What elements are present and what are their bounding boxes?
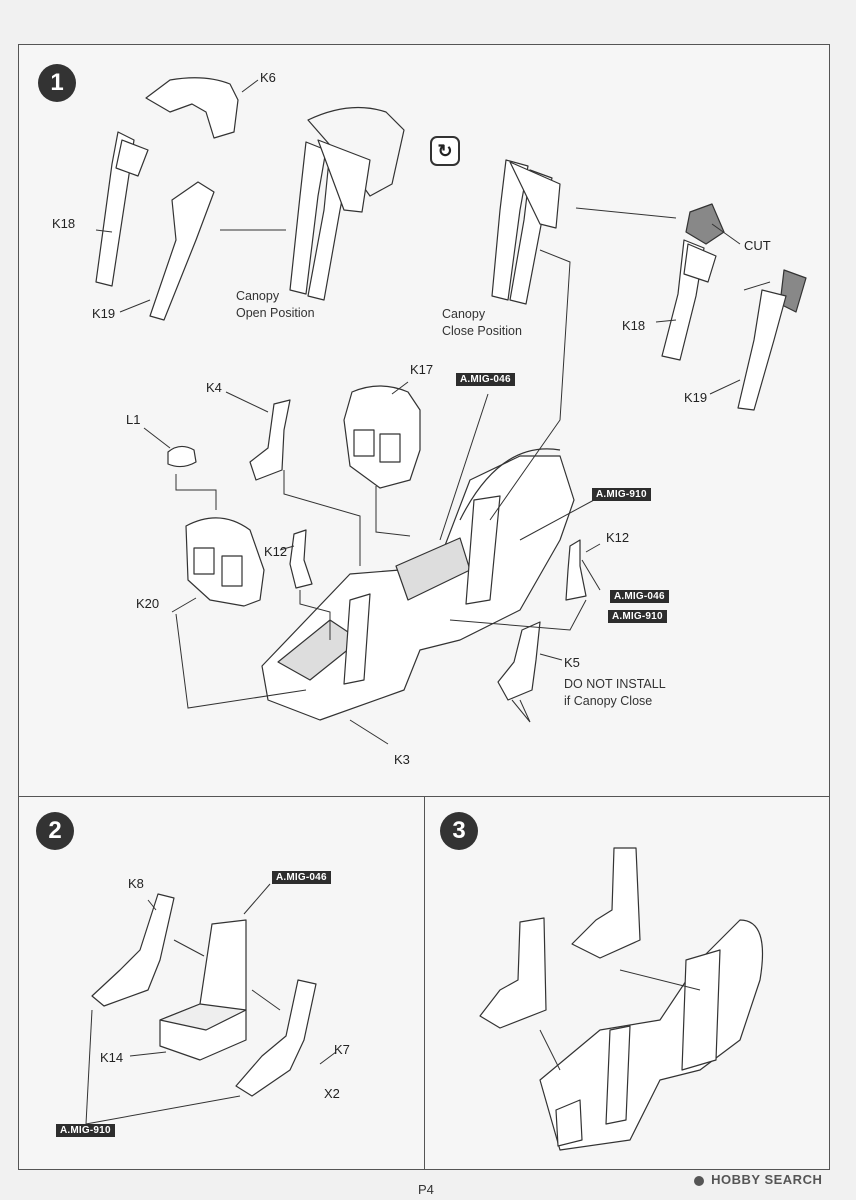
part-k19-right [779,269,807,313]
canopy-close-assembly [491,159,529,301]
part-k18-right [685,203,725,245]
watermark: HOBBY SEARCH [694,1172,822,1187]
label-k8: K8 [128,876,144,891]
ref-mig-910-right: A.MIG-910 [592,488,651,501]
part-k5 [497,621,541,701]
note-k5-line2: if Canopy Close [564,694,653,708]
part-k12-left [289,529,313,589]
label-k4: K4 [206,380,222,395]
part-k4 [249,399,291,481]
part-l1 [167,445,197,468]
watermark-logo-icon [694,1175,704,1186]
label-k19-left: K19 [92,306,116,321]
canopy-open-assembly [307,106,405,197]
step-badge-2: 2 [36,812,74,850]
ref-mig-910-step2: A.MIG-910 [56,1124,115,1137]
part-k6 [145,77,239,139]
step3-seat-left [479,917,547,1029]
page-number: P4 [418,1182,434,1197]
part-k19-left [149,181,215,321]
label-cut: CUT [744,238,771,253]
note-canopy-close: Canopy Close Position [442,306,522,340]
step-badge-1: 1 [38,64,76,102]
part-k12-right [565,539,587,601]
note-canopy-open-line1: Canopy [236,289,280,303]
note-k5-line1: DO NOT INSTALL [564,677,666,691]
label-k7: K7 [334,1042,350,1057]
note-canopy-close-line2: Close Position [442,324,522,338]
ref-mig-910-k12: A.MIG-910 [608,610,667,623]
note-k5-warning: DO NOT INSTALL if Canopy Close [564,676,666,710]
step3-seat-center [571,847,641,959]
note-canopy-close-line1: Canopy [442,307,486,321]
step-divider-vertical [424,796,425,1170]
rotate-icon: ↻ [430,136,460,166]
part-k14 [159,919,247,1061]
part-k8 [91,893,175,1007]
ref-mig-046-step2: A.MIG-046 [272,871,331,884]
ref-mig-046-k12: A.MIG-046 [610,590,669,603]
label-k6: K6 [260,70,276,85]
ref-mig-046-top: A.MIG-046 [456,373,515,386]
label-k17: K17 [410,362,434,377]
label-k3: K3 [394,752,410,767]
watermark-text: HOBBY SEARCH [711,1172,823,1187]
label-k12-left: K12 [264,544,288,559]
label-k12-right: K12 [606,530,630,545]
label-k14: K14 [100,1050,124,1065]
step-badge-3: 3 [440,812,478,850]
note-canopy-open: Canopy Open Position [236,288,315,322]
label-k19-right: K19 [684,390,708,405]
label-k18-right: K18 [622,318,646,333]
label-x2: X2 [324,1086,340,1101]
label-l1: L1 [126,412,141,427]
part-k7 [235,979,317,1097]
label-k18-left: K18 [52,216,76,231]
note-canopy-open-line2: Open Position [236,306,315,320]
label-k20: K20 [136,596,160,611]
label-k5: K5 [564,655,580,670]
